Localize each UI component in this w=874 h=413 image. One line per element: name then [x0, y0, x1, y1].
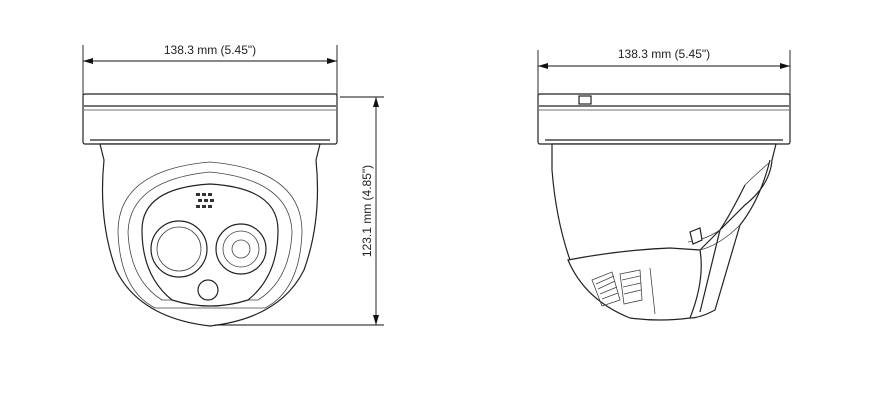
front-width-dimension: 138.3 mm (5.45") [82, 43, 338, 95]
side-base [537, 93, 791, 145]
side-view: 138.3 mm (5.45") [537, 47, 791, 321]
side-dome-housing [551, 143, 777, 261]
side-screw-icon [578, 95, 592, 105]
side-ball-module [567, 247, 702, 321]
front-width-label: 138.3 mm (5.45") [164, 43, 256, 57]
optical-lens-icon [215, 223, 267, 275]
side-lens-ribs [591, 269, 643, 307]
front-vent-icon [196, 193, 214, 208]
front-base [82, 93, 338, 145]
front-ball-outer-ring [117, 161, 303, 309]
thermal-lens-icon [150, 220, 208, 278]
side-width-dimension: 138.3 mm (5.45") [537, 47, 791, 95]
side-width-label: 138.3 mm (5.45") [618, 47, 710, 61]
height-label: 123.1 mm (4.85") [360, 165, 374, 257]
front-view: 138.3 mm (5.45") [82, 43, 338, 327]
front-sensor-icon [197, 279, 219, 301]
height-dimension: 123.1 mm (4.85") [215, 96, 384, 326]
side-notch-icon [689, 227, 703, 245]
